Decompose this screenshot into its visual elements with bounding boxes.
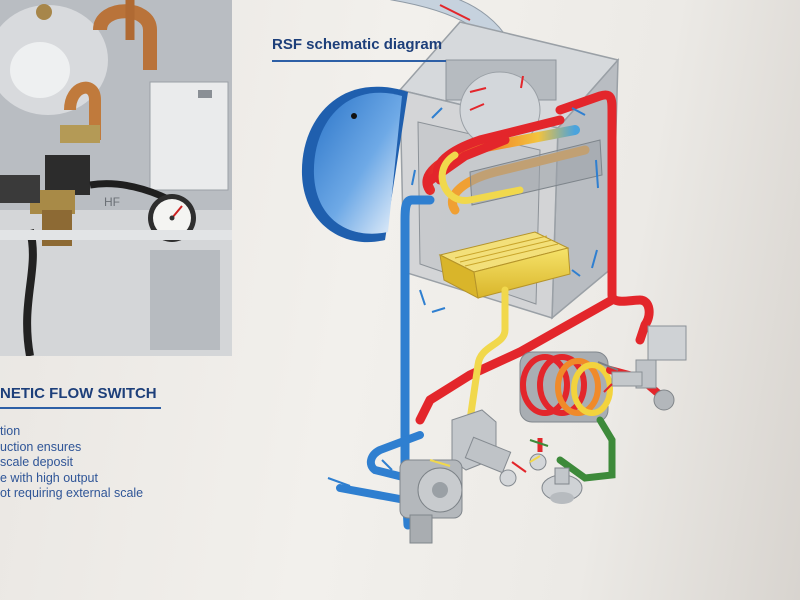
hot-flow-pipe	[415, 90, 654, 425]
section-title: NETIC FLOW SWITCH	[0, 385, 157, 402]
pump-icon	[399, 459, 463, 544]
feature-item: e with high output	[0, 470, 98, 485]
secondary-exchanger	[519, 351, 613, 423]
section-underline	[0, 407, 161, 409]
feature-list: tion uction ensures scale deposit e with…	[0, 424, 143, 502]
diagram-heading: RSF schematic diagram	[272, 36, 443, 53]
expansion-vessel	[301, 86, 408, 243]
drain-pipe	[556, 416, 616, 482]
gas-pipe	[464, 286, 509, 449]
flow-arrow-icon	[327, 75, 619, 495]
feature-item: uction ensures	[0, 439, 82, 454]
photo-label: HF	[104, 195, 120, 209]
boiler-photo-art: HF	[0, 0, 232, 357]
feature-item: tion	[0, 424, 21, 438]
feature-item: scale deposit	[0, 455, 73, 469]
boiler-photo: HF	[0, 0, 232, 357]
feature-item: ot requiring external scale	[0, 486, 144, 500]
heading-underline	[272, 60, 446, 62]
cold-return-pipe	[400, 195, 435, 530]
valve-icon	[611, 325, 687, 411]
pressure-relief-valve	[541, 467, 583, 504]
burner	[438, 231, 571, 299]
gas-valve	[451, 409, 517, 487]
